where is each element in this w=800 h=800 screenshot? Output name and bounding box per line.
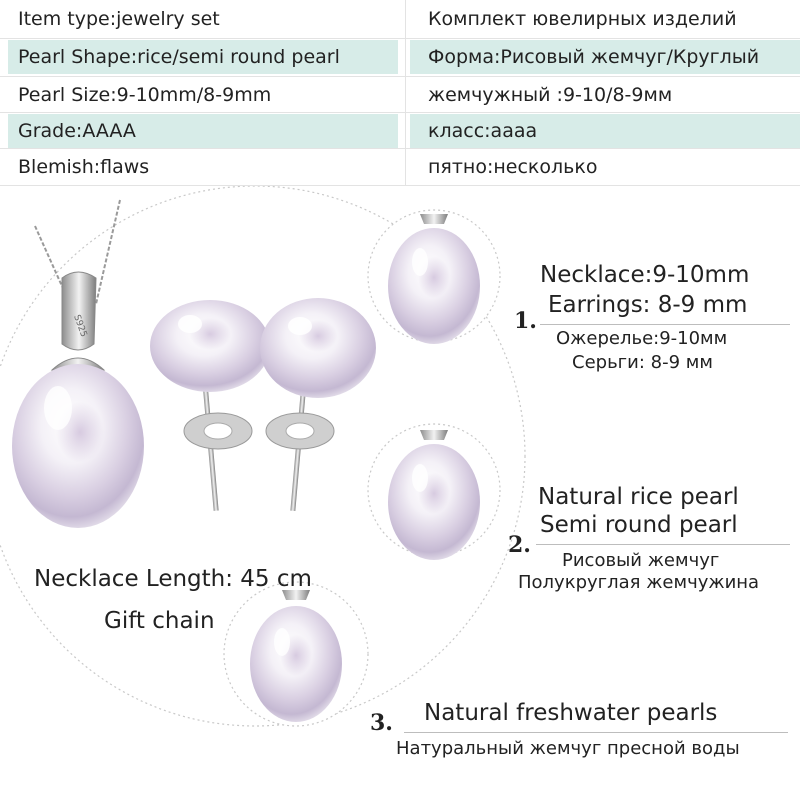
feature-1-ru-line1: Ожерелье:9-10мм: [556, 328, 728, 349]
big-dotted-circle: [0, 186, 526, 727]
row-divider: [0, 76, 800, 77]
feature-2-en-line2: Semi round pearl: [540, 512, 738, 538]
feature-1-divider: [540, 324, 790, 325]
spec-ru-cell: Форма:Рисовый жемчуг/Круглый: [410, 40, 800, 74]
spec-row-pearl-size: Pearl Size:9-10mm/8-9mm жемчужный :9-10/…: [0, 78, 800, 114]
feature-2-en-line1: Natural rice pearl: [538, 484, 739, 510]
spec-row-blemish: Blemish:flaws пятно:несколько: [0, 150, 800, 186]
row-divider: [0, 148, 800, 149]
feature-3-pearl-icon: [223, 581, 369, 727]
spec-ru-cell: класс:аааа: [410, 114, 800, 148]
feature-1-ru-line2: Серьги: 8-9 мм: [572, 352, 713, 373]
feature-3-divider: [404, 732, 788, 733]
spec-en-cell: Pearl Size:9-10mm/8-9mm: [18, 84, 272, 106]
feature-3-ru-line1: Натуральный жемчуг пресной воды: [396, 738, 740, 759]
necklace-length-label: Necklace Length: 45 cm: [34, 566, 312, 592]
pendant-pearl-icon: [12, 364, 144, 528]
spec-ru-cell: Комплект ювелирных изделий: [428, 8, 737, 30]
feature-2-ru-line1: Рисовый жемчуг: [562, 550, 720, 571]
spec-row-item-type: Item type:jewelry set Комплект ювелирных…: [0, 2, 800, 38]
product-illustration: S925: [0, 186, 526, 727]
column-divider: [405, 0, 406, 186]
spec-row-pearl-shape: Pearl Shape:rice/semi round pearl Форма:…: [0, 40, 800, 76]
feature-1-en-line2: Earrings: 8-9 mm: [548, 292, 748, 318]
feature-number: 3.: [370, 710, 393, 736]
gift-chain-label: Gift chain: [104, 608, 215, 634]
spec-en-cell: Item type:jewelry set: [18, 8, 220, 30]
earring-left-icon: [150, 300, 270, 511]
row-divider: [0, 185, 800, 186]
spec-ru-cell: жемчужный :9-10/8-9мм: [428, 84, 673, 106]
box-chain-icon: [34, 199, 121, 305]
feature-2-pearl-icon: [367, 423, 501, 560]
spec-en-cell: Grade:AAAA: [8, 114, 398, 148]
feature-number: 2.: [508, 532, 531, 558]
feature-number: 1.: [514, 308, 537, 334]
row-divider: [0, 112, 800, 113]
feature-3-en-line1: Natural freshwater pearls: [424, 700, 718, 726]
row-divider: [0, 38, 800, 39]
spec-table: Item type:jewelry set Комплект ювелирных…: [0, 0, 800, 186]
spec-en-cell: Blemish:flaws: [18, 156, 150, 178]
feature-2-ru-line2: Полукруглая жемчужина: [518, 572, 760, 593]
feature-2-divider: [536, 544, 790, 545]
feature-1-pearl-icon: [367, 209, 501, 344]
spec-row-grade: Grade:AAAA класс:аааа: [0, 114, 800, 150]
product-showcase: S925: [0, 186, 800, 800]
earring-right-icon: [260, 298, 376, 512]
pendant-bail-icon: S925: [50, 271, 106, 371]
feature-1-en-line1: Necklace:9-10mm: [540, 262, 750, 288]
spec-ru-cell: пятно:несколько: [428, 156, 598, 178]
spec-en-cell: Pearl Shape:rice/semi round pearl: [8, 40, 398, 74]
